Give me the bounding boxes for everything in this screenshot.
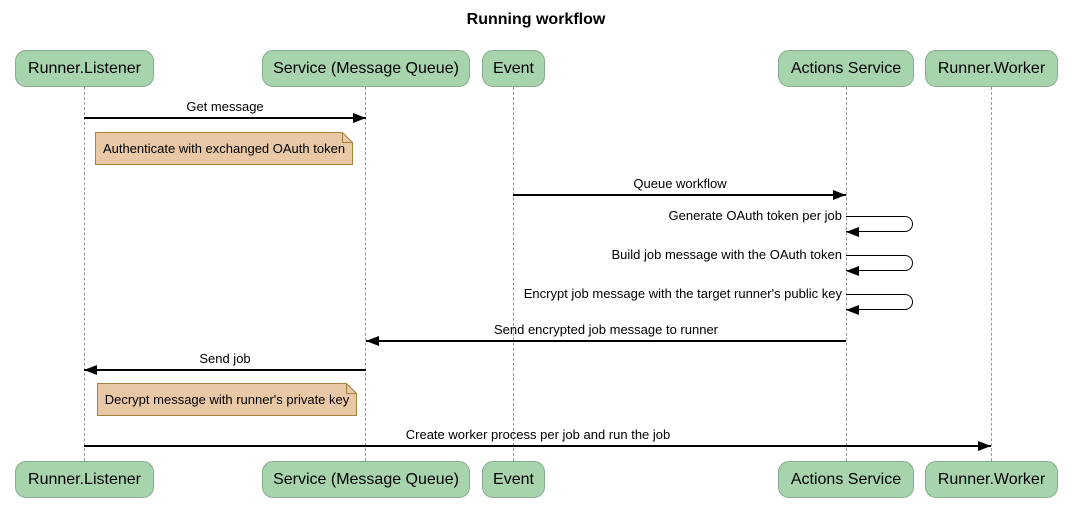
note-fold-icon [342,132,353,143]
arrowhead-left-icon [846,266,859,276]
actor-bottom-runner-worker: Runner.Worker [925,461,1058,498]
arrowhead-left-icon [366,336,379,346]
message-label: Encrypt job message with the target runn… [523,286,842,301]
message-line [84,445,991,447]
actor-top-runner-worker: Runner.Worker [925,50,1058,87]
arrowhead-left-icon [846,227,859,237]
actor-top-event: Event [482,50,545,87]
note-fold-icon [346,383,357,394]
actor-top-runner-listener: Runner.Listener [15,50,154,87]
arrowhead-right-icon [833,190,846,200]
arrowhead-right-icon [353,113,366,123]
actor-bottom-actions-service: Actions Service [778,461,914,498]
message-line [84,369,366,371]
arrowhead-right-icon [978,441,991,451]
message-label: Build job message with the OAuth token [611,247,842,262]
lifeline-runner-worker [991,87,992,461]
message-label: Send encrypted job message to runner [493,322,719,337]
note-label: Authenticate with exchanged OAuth token [102,141,346,156]
message-line [84,117,366,119]
note-label: Decrypt message with runner's private ke… [104,392,350,407]
message-line [366,340,846,342]
message-label: Generate OAuth token per job [668,208,842,223]
arrowhead-left-icon [846,305,859,315]
message-label: Get message [186,99,264,114]
actor-top-actions-service: Actions Service [778,50,914,87]
message-line [513,194,846,196]
lifeline-service-message-queue [365,87,366,461]
actor-top-service-message-queue: Service (Message Queue) [262,50,470,87]
actor-bottom-event: Event [482,461,545,498]
note-authenticate: Authenticate with exchanged OAuth token [95,132,353,165]
lifeline-runner-listener [84,87,85,461]
message-label: Create worker process per job and run th… [405,427,671,442]
arrowhead-left-icon [84,365,97,375]
self-loop-line [846,255,913,271]
message-label: Send job [199,351,251,366]
actor-bottom-service-message-queue: Service (Message Queue) [262,461,470,498]
note-decrypt: Decrypt message with runner's private ke… [97,383,357,416]
lifeline-event [513,87,514,461]
message-label: Queue workflow [633,176,727,191]
self-loop-line [846,294,913,310]
actor-bottom-runner-listener: Runner.Listener [15,461,154,498]
diagram-title: Running workflow [466,11,606,28]
self-loop-line [846,216,913,232]
